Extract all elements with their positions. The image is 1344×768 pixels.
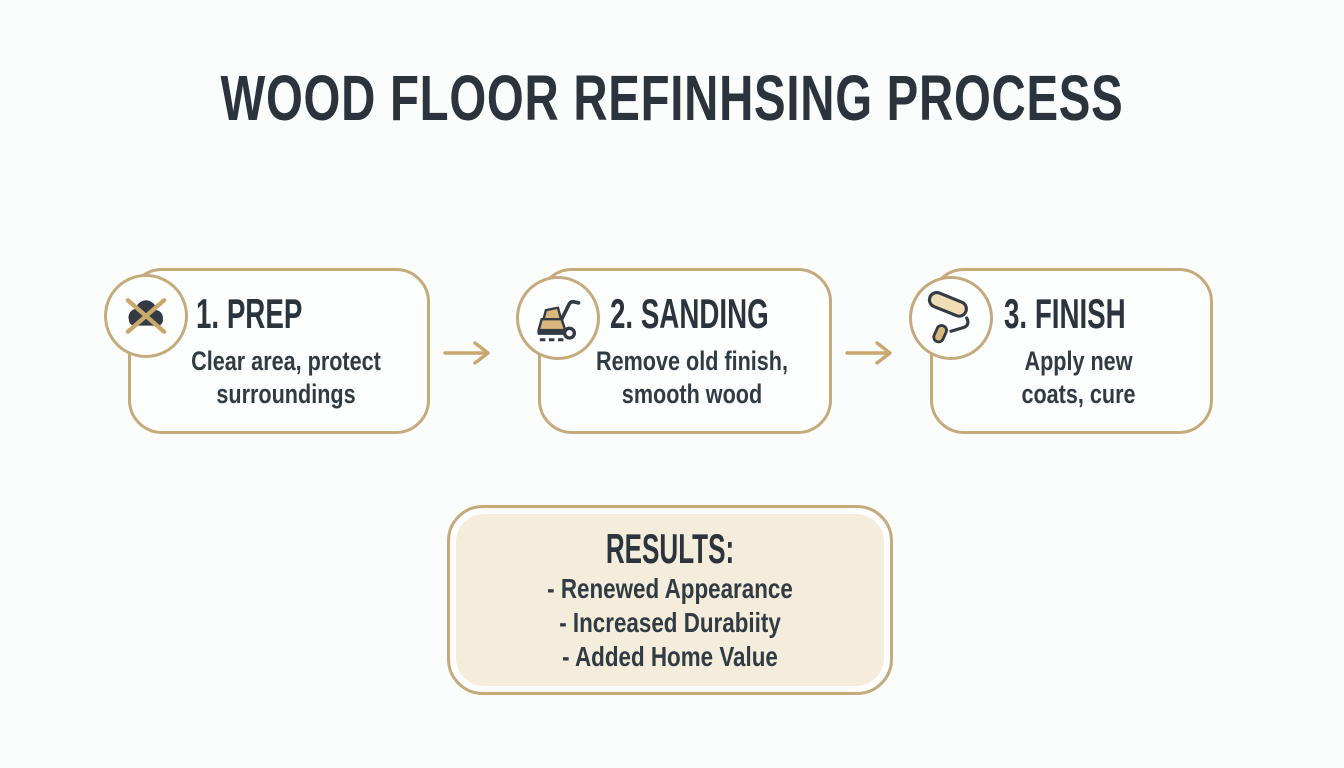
step-desc-line: smooth wood (621, 379, 763, 409)
results-card: RESULTS: - Renewed Appearance - Increase… (447, 505, 893, 695)
results-item: - Renewed Appearance (547, 573, 793, 604)
step-desc-line: coats, cure (1021, 379, 1136, 409)
step-desc-sanding: Remove old finish, smooth wood (582, 345, 801, 411)
step-desc-line: surroundings (216, 379, 356, 409)
results-card-inner: RESULTS: - Renewed Appearance - Increase… (456, 514, 884, 686)
arrow-right-icon (443, 341, 490, 365)
step-card-prep: 1. PREP Clear area, protect surroundings (128, 268, 430, 434)
page-title: WOOD FLOOR REFINHSING PROCESS (220, 62, 1124, 134)
step-label-sanding: 2. SANDING (610, 290, 769, 337)
results-title: RESULTS: (605, 525, 735, 572)
crossed-cloud-icon (125, 298, 167, 334)
step-label-finish: 3. FINISH (1004, 290, 1126, 337)
arrow-right-icon (845, 341, 892, 365)
step-desc-prep: Clear area, protect surroundings (173, 345, 399, 411)
results-item: - Increased Durabiity (559, 607, 781, 638)
results-item: - Added Home Value (562, 641, 778, 672)
step-desc-line: Apply new (1024, 346, 1133, 376)
step-desc-line: Clear area, protect (191, 346, 381, 376)
step-desc-line: Remove old finish, (595, 346, 789, 376)
step-badge-prep (104, 274, 188, 358)
paint-roller-icon (927, 290, 970, 344)
floor-sander-icon (537, 299, 581, 342)
step-label-prep: 1. PREP (196, 290, 303, 337)
step-badge-finish (909, 276, 993, 360)
step-badge-sanding (516, 276, 600, 360)
step-desc-finish: Apply new coats, cure (973, 345, 1183, 411)
